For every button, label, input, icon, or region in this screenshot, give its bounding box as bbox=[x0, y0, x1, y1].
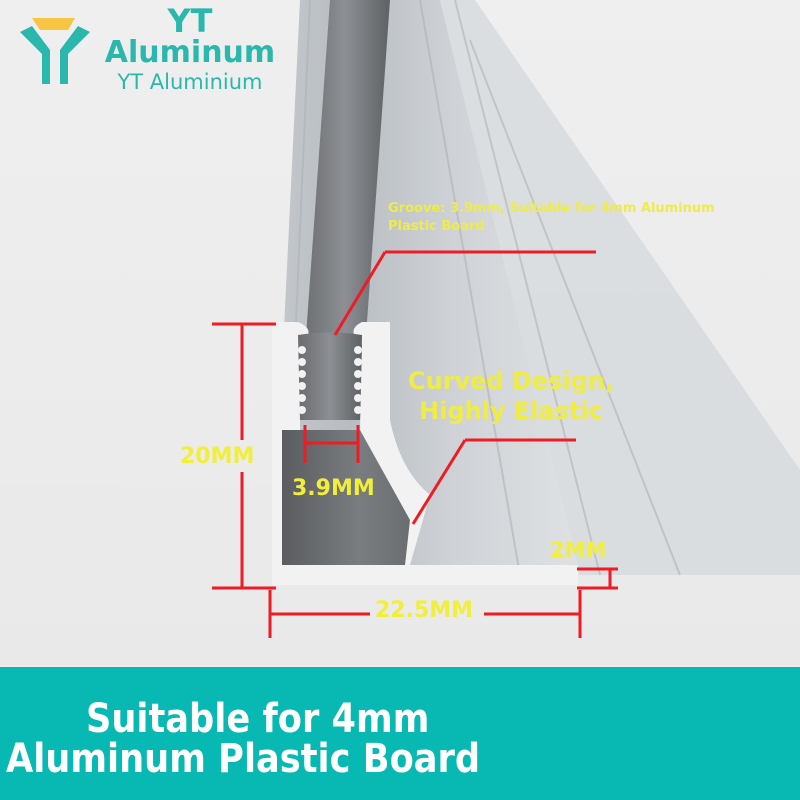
curved-design-annotation: Curved Design, Highly Elastic bbox=[408, 366, 614, 426]
groove-annotation-line-2: Plastic Board bbox=[388, 219, 485, 234]
banner-line-1: Suitable for 4mm bbox=[86, 696, 430, 742]
brand-line-2: Aluminum bbox=[104, 35, 276, 70]
groove-annotation: Groove: 3.9mm, Suitable for 4mm Aluminum… bbox=[388, 200, 715, 236]
curved-annotation-line-2: Highly Elastic bbox=[419, 397, 603, 425]
brand-line-1: YT bbox=[167, 2, 213, 40]
height-dimension-label: 20MM bbox=[180, 444, 255, 469]
product-photo-area: YT Aluminum YT Aluminium Groove: 3.9mm, … bbox=[0, 0, 800, 665]
aluminum-profile-illustration bbox=[212, 0, 800, 638]
yt-logo-icon bbox=[20, 18, 90, 84]
groove-dimension-label: 3.9MM bbox=[292, 476, 375, 501]
curved-annotation-line-1: Curved Design, bbox=[408, 367, 615, 395]
thickness-dimension-label: 2MM bbox=[550, 538, 607, 562]
groove-annotation-line-1: Groove: 3.9mm, Suitable for 4mm Aluminum bbox=[388, 201, 715, 216]
brand-line-3: YT Aluminium bbox=[117, 70, 263, 94]
banner-line-2: Aluminum Plastic Board bbox=[6, 736, 481, 782]
width-dimension-label: 22.5MM bbox=[375, 598, 474, 623]
brand-name: YT Aluminum YT Aluminium bbox=[100, 4, 280, 94]
bottom-banner: Suitable for 4mm Aluminum Plastic Board bbox=[0, 667, 800, 800]
